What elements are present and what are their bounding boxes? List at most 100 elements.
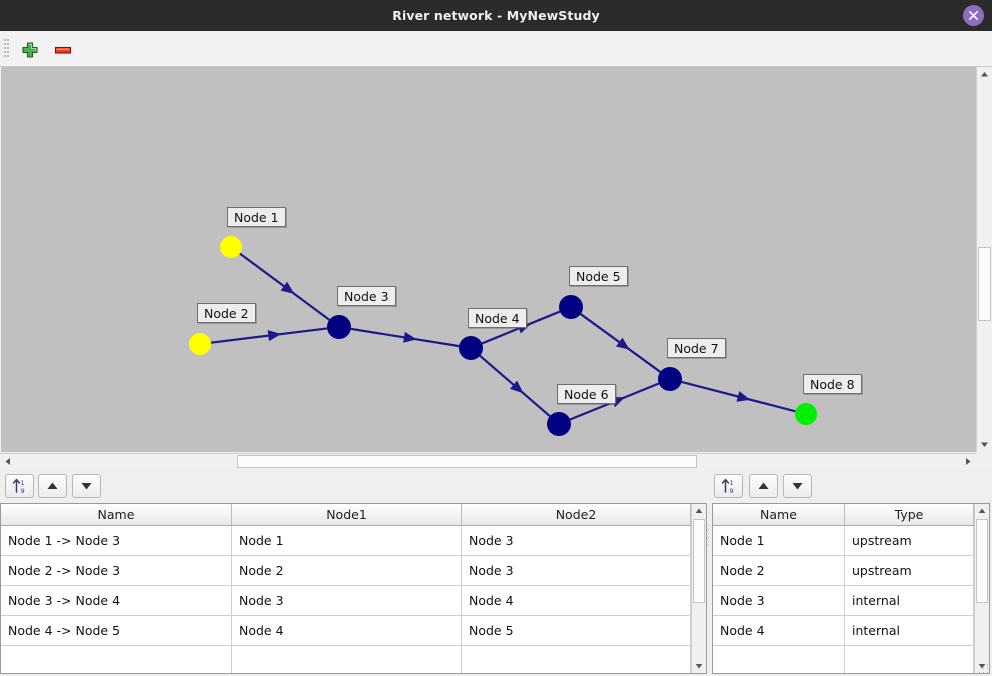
table-cell[interactable]: internal (845, 586, 974, 615)
table-cell[interactable]: Node 4 (232, 616, 462, 645)
window-resize-grip[interactable] (979, 664, 989, 674)
table-cell[interactable]: Node 3 (462, 556, 691, 585)
node-move-up-button[interactable] (749, 474, 778, 498)
branch-scroll-up-icon[interactable] (692, 504, 706, 518)
table-cell[interactable]: Node 5 (462, 616, 691, 645)
column-header-type[interactable]: Type (845, 504, 974, 525)
river-network-diagram[interactable]: Node 1 Node 2 Node 3 Node 4 Node 5 Node 6 Node… (1, 67, 976, 452)
node-move-down-button[interactable] (783, 474, 812, 498)
branch-move-up-button[interactable] (38, 474, 67, 498)
add-node-icon[interactable] (20, 40, 40, 60)
edge-arrow (509, 380, 524, 394)
table-cell[interactable]: Node 1 (232, 526, 462, 555)
node-table-scrollbar[interactable] (974, 504, 989, 673)
vertical-splitter[interactable] (707, 477, 710, 667)
graph-vscroll-thumb[interactable] (978, 247, 991, 321)
graph-node-node-7[interactable] (658, 367, 682, 391)
branch-table-scrollbar[interactable] (691, 504, 706, 673)
graph-node-node-4[interactable] (459, 336, 483, 360)
graph-node-node-2[interactable] (189, 333, 211, 355)
node-scroll-down-icon[interactable] (975, 659, 989, 673)
scrollbar-corner (976, 453, 992, 469)
branch-scroll-down-icon[interactable] (692, 659, 706, 673)
table-cell[interactable]: Node 2 (713, 556, 845, 585)
scroll-right-icon[interactable] (961, 454, 976, 469)
table-cell[interactable]: upstream (845, 526, 974, 555)
table-cell[interactable] (462, 646, 691, 673)
graph-node-label-node-5[interactable]: Node 5 (569, 266, 628, 286)
table-cell[interactable] (845, 646, 974, 673)
table-cell[interactable]: upstream (845, 556, 974, 585)
table-cell[interactable]: Node 3 -> Node 4 (1, 586, 232, 615)
table-cell[interactable]: Node 2 -> Node 3 (1, 556, 232, 585)
graph-node-label-node-6[interactable]: Node 6 (557, 384, 616, 404)
table-cell[interactable]: Node 1 -> Node 3 (1, 526, 232, 555)
svg-text:1: 1 (730, 479, 734, 487)
graph-node-label-node-7[interactable]: Node 7 (667, 338, 726, 358)
table-cell[interactable]: Node 3 (232, 586, 462, 615)
graph-node-label-node-8[interactable]: Node 8 (803, 374, 862, 394)
graph-hscroll-thumb[interactable] (237, 455, 697, 468)
scroll-up-icon[interactable] (977, 67, 992, 82)
toolbar-grip[interactable] (4, 39, 9, 59)
graph-node-node-3[interactable] (327, 315, 351, 339)
graph-node-node-6[interactable] (547, 412, 571, 436)
graph-node-label-node-3[interactable]: Node 3 (337, 286, 396, 306)
graph-node-node-1[interactable] (220, 236, 242, 258)
column-header-name[interactable]: Name (713, 504, 845, 525)
column-header-node2[interactable]: Node2 (462, 504, 691, 525)
column-header-node1[interactable]: Node1 (232, 504, 462, 525)
table-cell[interactable]: Node 4 -> Node 5 (1, 616, 232, 645)
graph-node-node-8[interactable] (795, 403, 817, 425)
table-cell[interactable] (232, 646, 462, 673)
table-cell[interactable]: Node 4 (462, 586, 691, 615)
edge-arrow (615, 337, 630, 350)
table-cell[interactable]: Node 4 (713, 616, 845, 645)
edge-arrow (267, 330, 282, 342)
table-cell[interactable] (713, 646, 845, 673)
scroll-left-icon[interactable] (0, 454, 15, 469)
graph-vertical-scrollbar[interactable] (976, 67, 992, 452)
edge-arrow (280, 281, 295, 294)
graph-node-node-5[interactable] (559, 295, 583, 319)
node-sort-button[interactable]: 1 9 (714, 474, 743, 498)
close-icon[interactable] (963, 5, 984, 26)
graph-horizontal-scrollbar[interactable] (0, 453, 976, 469)
branch-move-down-button[interactable] (72, 474, 101, 498)
table-row[interactable] (713, 646, 974, 673)
node-scroll-thumb[interactable] (976, 519, 988, 603)
table-cell[interactable]: Node 1 (713, 526, 845, 555)
svg-text:9: 9 (730, 487, 734, 495)
table-cell[interactable]: Node 3 (462, 526, 691, 555)
svg-text:1: 1 (21, 479, 25, 487)
graph-node-label-node-1[interactable]: Node 1 (227, 207, 286, 227)
edge-arrow (403, 331, 417, 343)
delete-node-icon[interactable] (53, 40, 73, 60)
branch-scroll-thumb[interactable] (693, 519, 705, 603)
table-cell[interactable] (1, 646, 232, 673)
table-cell[interactable]: Node 3 (713, 586, 845, 615)
branch-sort-button[interactable]: 1 9 (5, 474, 34, 498)
graph-node-label-node-2[interactable]: Node 2 (197, 303, 256, 323)
table-row[interactable] (1, 646, 691, 673)
table-cell[interactable]: Node 2 (232, 556, 462, 585)
scroll-down-icon[interactable] (977, 437, 992, 452)
column-header-name[interactable]: Name (1, 504, 232, 525)
node-scroll-up-icon[interactable] (975, 504, 989, 518)
table-cell[interactable]: internal (845, 616, 974, 645)
graph-node-label-node-4[interactable]: Node 4 (468, 308, 527, 328)
